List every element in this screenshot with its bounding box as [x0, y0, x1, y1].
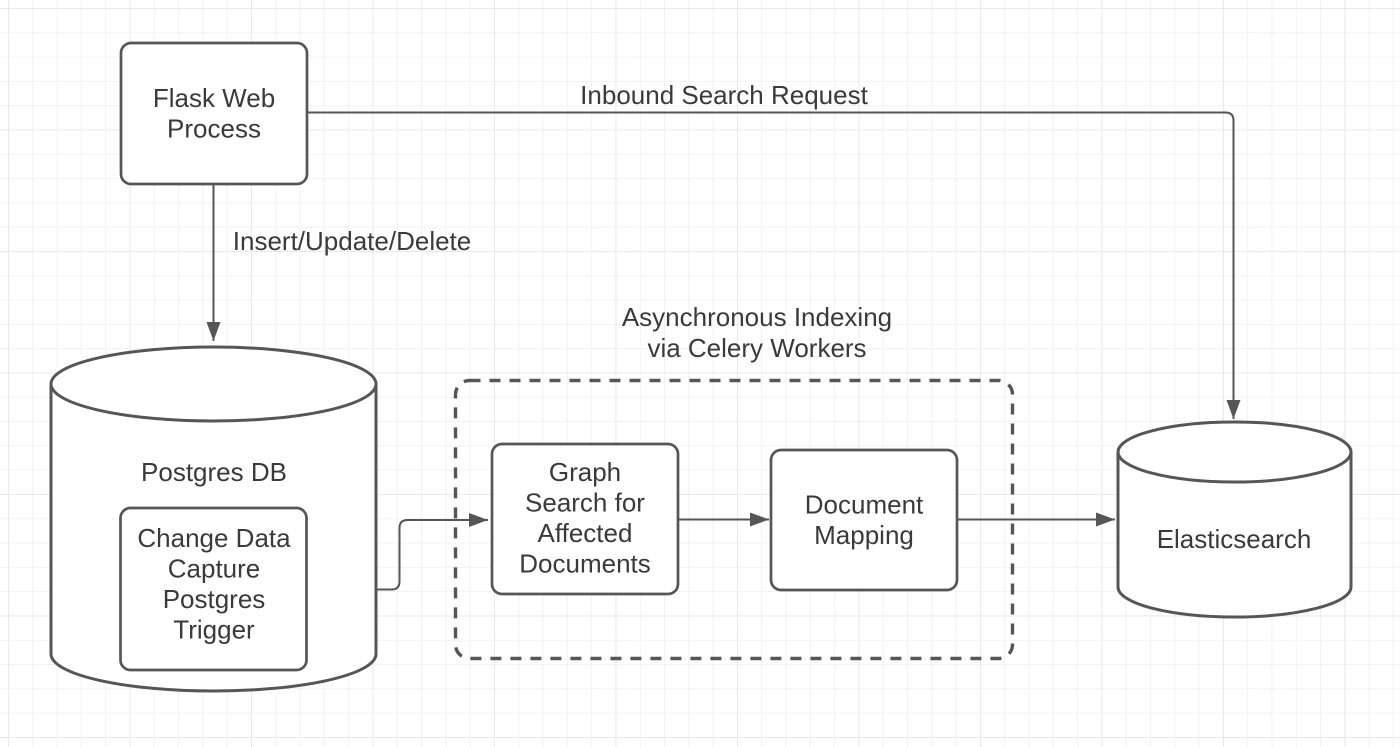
graph-search-label-line1: Graph	[549, 457, 621, 487]
cdc-label-line3: Postgres	[163, 584, 266, 614]
inbound-search-request-label: Inbound Search Request	[580, 80, 868, 110]
graph-search-label-line4: Documents	[519, 549, 651, 579]
node-elasticsearch: Elasticsearch	[1116, 420, 1353, 619]
celery-group-title-line2: via Celery Workers	[647, 333, 866, 363]
node-flask-web-process: Flask Web Process	[119, 41, 309, 186]
cdc-label-line1: Change Data	[137, 523, 291, 553]
edge-inbound-search-request	[307, 111, 1241, 419]
celery-group-title-line1: Asynchronous Indexing	[622, 302, 892, 332]
postgres-db-label: Postgres DB	[141, 457, 287, 487]
elasticsearch-label: Elasticsearch	[1157, 524, 1312, 554]
group-celery-workers	[453, 378, 1015, 661]
edge-cdc-to-graph-search	[307, 513, 488, 591]
graph-search-label-line2: Search for	[525, 488, 645, 518]
document-mapping-label-line2: Mapping	[814, 520, 914, 550]
cdc-label-line4: Trigger	[173, 615, 255, 645]
cdc-label-line2: Capture	[168, 554, 261, 584]
flask-label-line2: Process	[167, 114, 261, 144]
flask-label-line1: Flask Web	[153, 83, 275, 113]
node-change-data-capture-trigger: Change Data Capture Postgres Trigger	[119, 506, 308, 672]
node-graph-search: Graph Search for Affected Documents	[490, 442, 680, 596]
node-document-mapping: Document Mapping	[769, 448, 959, 592]
graph-search-label-line3: Affected	[538, 518, 633, 548]
insert-update-delete-label: Insert/Update/Delete	[233, 226, 471, 256]
document-mapping-label-line1: Document	[805, 490, 924, 520]
